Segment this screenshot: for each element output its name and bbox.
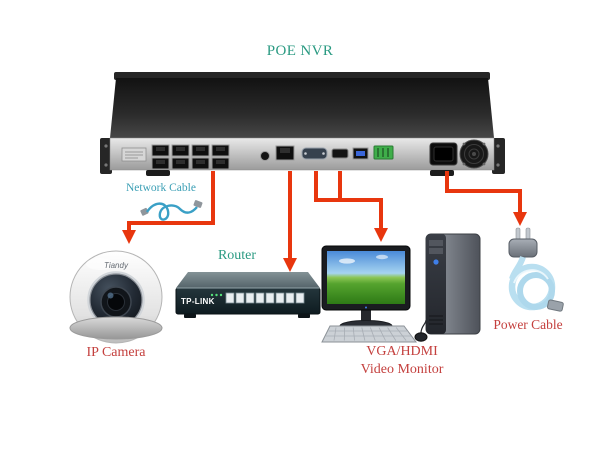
- lan-port: [275, 145, 295, 161]
- fan-grille: [459, 139, 489, 169]
- monitor-label-line2: Video Monitor: [360, 362, 444, 378]
- camera-brand-text: Tiandy: [104, 261, 129, 270]
- monitor: [321, 245, 411, 332]
- power-button: [433, 259, 439, 265]
- ip-camera-label: IP Camera: [86, 345, 146, 360]
- drive-bay: [429, 248, 443, 254]
- router-leds: [210, 293, 223, 297]
- ip-camera-image: Tiandy: [69, 250, 163, 344]
- mouse: [414, 319, 428, 342]
- rack-ear-left: [100, 138, 112, 174]
- pc-tower: [425, 233, 481, 335]
- cable-connector: [193, 200, 203, 208]
- computer-image: [321, 233, 481, 343]
- router-foot: [298, 314, 310, 318]
- router-image: TP-LINK: [175, 272, 321, 318]
- usb-port: [352, 147, 369, 160]
- router-ports: [225, 292, 305, 304]
- terminal-block: [373, 145, 394, 160]
- hdmi-port: [331, 148, 349, 159]
- router-port: [255, 292, 265, 304]
- nvr-device-image: [100, 72, 505, 176]
- camera-base-ring: [69, 316, 163, 340]
- network-cable-label: Network Cable: [126, 182, 196, 194]
- nvr-foot: [146, 170, 170, 176]
- router-port: [275, 292, 285, 304]
- router-port: [235, 292, 245, 304]
- cable-end-connector: [546, 299, 564, 312]
- monitor-screen: [327, 251, 405, 304]
- router-foot: [184, 314, 196, 318]
- vga-port: [301, 147, 328, 160]
- power-plug: [508, 227, 538, 258]
- diagram-title: POE NVR: [266, 43, 334, 59]
- camera-lens: [87, 271, 145, 329]
- router-port: [245, 292, 255, 304]
- cable-wire: [145, 202, 198, 221]
- rack-ear-right: [492, 138, 505, 174]
- keyboard: [321, 325, 417, 343]
- router-port: [225, 292, 235, 304]
- router-brand-text: TP-LINK: [181, 297, 215, 306]
- nvr-foot: [430, 170, 454, 176]
- drive-bay: [429, 240, 443, 246]
- power-socket: [429, 142, 458, 166]
- monitor-stand: [361, 310, 371, 324]
- power-cable-image: [508, 227, 564, 312]
- nvr-info-label: [121, 147, 147, 162]
- router-label: Router: [217, 248, 257, 263]
- audio-connector: [260, 151, 270, 161]
- monitor-label: VGA/HDMI Video Monitor: [322, 343, 482, 379]
- monitor-label-line1: VGA/HDMI: [366, 344, 438, 359]
- cable-coil: [508, 256, 564, 312]
- power-cable-label: Power Cable: [493, 317, 563, 332]
- router-port: [295, 292, 305, 304]
- nvr-poe-ports: [151, 144, 230, 170]
- network-cable-icon: [140, 200, 203, 221]
- router-port: [265, 292, 275, 304]
- router-port: [285, 292, 295, 304]
